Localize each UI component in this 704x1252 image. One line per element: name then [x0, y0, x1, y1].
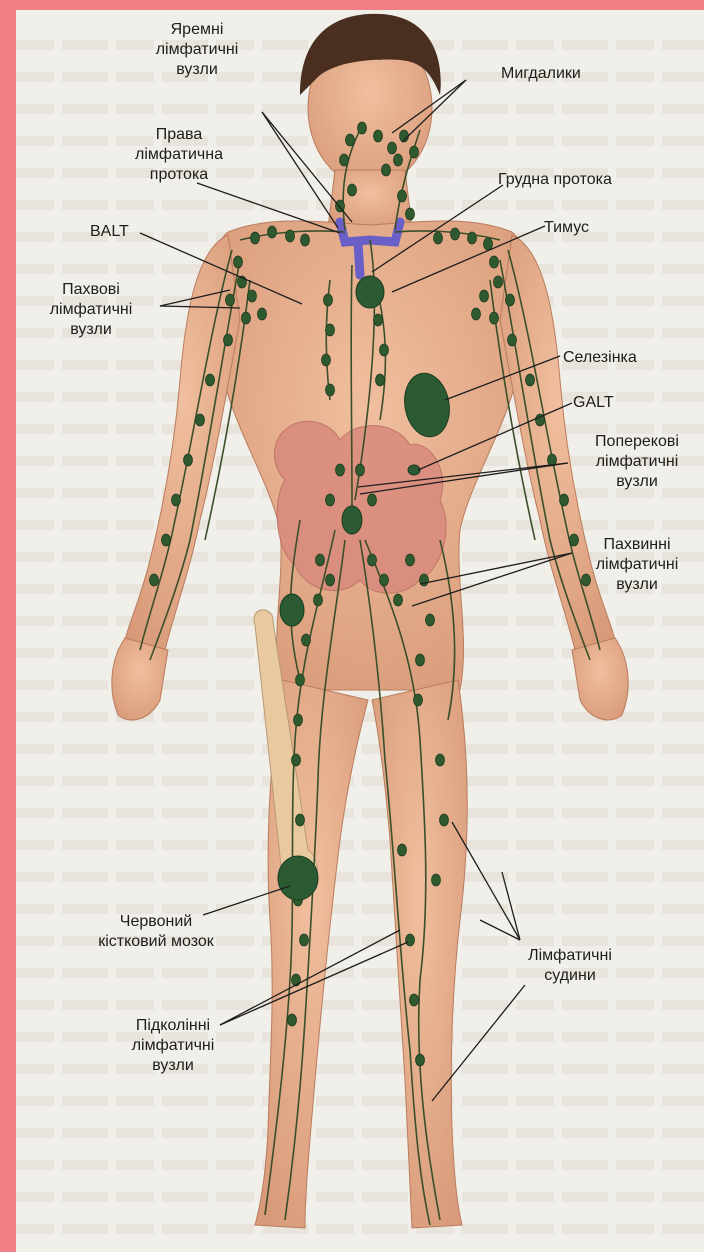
bone-marrow-organ: [278, 856, 318, 900]
lymph-node: [340, 154, 349, 166]
lymph-node: [376, 374, 385, 386]
lymph-node: [398, 844, 407, 856]
cisterna-organ: [342, 506, 362, 534]
lymph-node: [406, 934, 415, 946]
lymph-node: [472, 308, 481, 320]
label-galt: GALT: [573, 393, 653, 413]
lymph-node: [380, 344, 389, 356]
lymph-node: [336, 464, 345, 476]
lymph-node: [506, 294, 515, 306]
lymph-node: [426, 614, 435, 626]
lymph-node: [162, 534, 171, 546]
lymph-node: [388, 142, 397, 154]
lymph-node: [172, 494, 181, 506]
lymph-node: [326, 324, 335, 336]
label-lumbar-nodes: Поперекові лімфатичні вузли: [572, 432, 702, 492]
lymph-node: [432, 874, 441, 886]
lymph-node: [368, 554, 377, 566]
lymph-node: [184, 454, 193, 466]
lymph-node: [380, 574, 389, 586]
lymph-node: [451, 228, 460, 240]
lymph-node: [348, 184, 357, 196]
lymph-node: [398, 190, 407, 202]
label-red-bone-marrow: Червоний кістковий мозок: [76, 912, 236, 952]
lymph-node: [296, 674, 305, 686]
lymph-node: [301, 234, 310, 246]
lymph-node: [242, 312, 251, 324]
lymph-node: [410, 994, 419, 1006]
lymph-node: [324, 294, 333, 306]
lymph-node: [326, 494, 335, 506]
lymph-node: [560, 494, 569, 506]
hand-left: [112, 638, 168, 720]
lymph-node: [316, 554, 325, 566]
lymph-node: [196, 414, 205, 426]
lymph-node: [286, 230, 295, 242]
lymph-node: [416, 654, 425, 666]
lymph-node: [358, 122, 367, 134]
lymph-node: [484, 238, 493, 250]
lymph-node: [406, 208, 415, 220]
lymph-node: [440, 814, 449, 826]
lymph-node: [258, 308, 267, 320]
lymph-node: [322, 354, 331, 366]
lymph-node: [150, 574, 159, 586]
leg-right: [372, 680, 467, 1228]
label-tonsils: Мигдалики: [501, 64, 641, 84]
lymph-node: [288, 1014, 297, 1026]
lymph-node: [206, 374, 215, 386]
lymph-node: [410, 146, 419, 158]
lymph-node: [226, 294, 235, 306]
intestines: [274, 421, 446, 593]
lymph-node: [416, 1054, 425, 1066]
lymph-node: [268, 226, 277, 238]
hand-right: [572, 638, 628, 720]
lymph-node: [480, 290, 489, 302]
label-lymphatic-vessels: Лімфатичні судини: [510, 946, 630, 986]
lymph-node: [248, 290, 257, 302]
lymph-node: [326, 384, 335, 396]
lymph-node: [490, 256, 499, 268]
lymph-node: [394, 154, 403, 166]
lymph-node: [406, 554, 415, 566]
lymph-node: [296, 814, 305, 826]
lymph-node: [326, 574, 335, 586]
lymph-node: [414, 694, 423, 706]
lymph-node: [494, 276, 503, 288]
lymph-node: [434, 232, 443, 244]
lymph-node: [526, 374, 535, 386]
lymph-node: [346, 134, 355, 146]
lymph-node: [394, 594, 403, 606]
lymph-node: [490, 312, 499, 324]
lymph-node: [292, 754, 301, 766]
label-jugular-nodes: Яремні лімфатичні вузли: [112, 20, 282, 80]
label-spleen: Селезінка: [563, 348, 683, 368]
pelvic-marrow-organ: [280, 594, 304, 626]
label-right-lymphatic-duct: Права лімфатична протока: [104, 125, 254, 185]
label-popliteal-nodes: Підколінні лімфатичні вузли: [98, 1016, 248, 1076]
lymph-node: [224, 334, 233, 346]
lymph-node: [368, 494, 377, 506]
lymph-node: [374, 314, 383, 326]
textbook-page: Яремні лімфатичні вузли Мигдалики Права …: [16, 10, 704, 1252]
lymph-node: [382, 164, 391, 176]
lymph-node: [468, 232, 477, 244]
lymph-node: [234, 256, 243, 268]
lymph-node: [302, 634, 311, 646]
lymph-node: [294, 714, 303, 726]
lymph-node: [300, 934, 309, 946]
lymph-node: [374, 130, 383, 142]
lymph-node: [356, 464, 365, 476]
thymus-organ: [356, 276, 384, 308]
label-balt: BALT: [90, 222, 170, 242]
label-axillary-nodes: Пахвові лімфатичні вузли: [16, 280, 166, 340]
lymph-node: [251, 232, 260, 244]
lymph-node: [508, 334, 517, 346]
lymph-node: [314, 594, 323, 606]
label-thymus: Тимус: [544, 218, 644, 238]
label-inguinal-nodes: Пахвинні лімфатичні вузли: [572, 535, 702, 595]
label-thoracic-duct: Грудна протока: [498, 170, 668, 190]
lymph-node: [436, 754, 445, 766]
